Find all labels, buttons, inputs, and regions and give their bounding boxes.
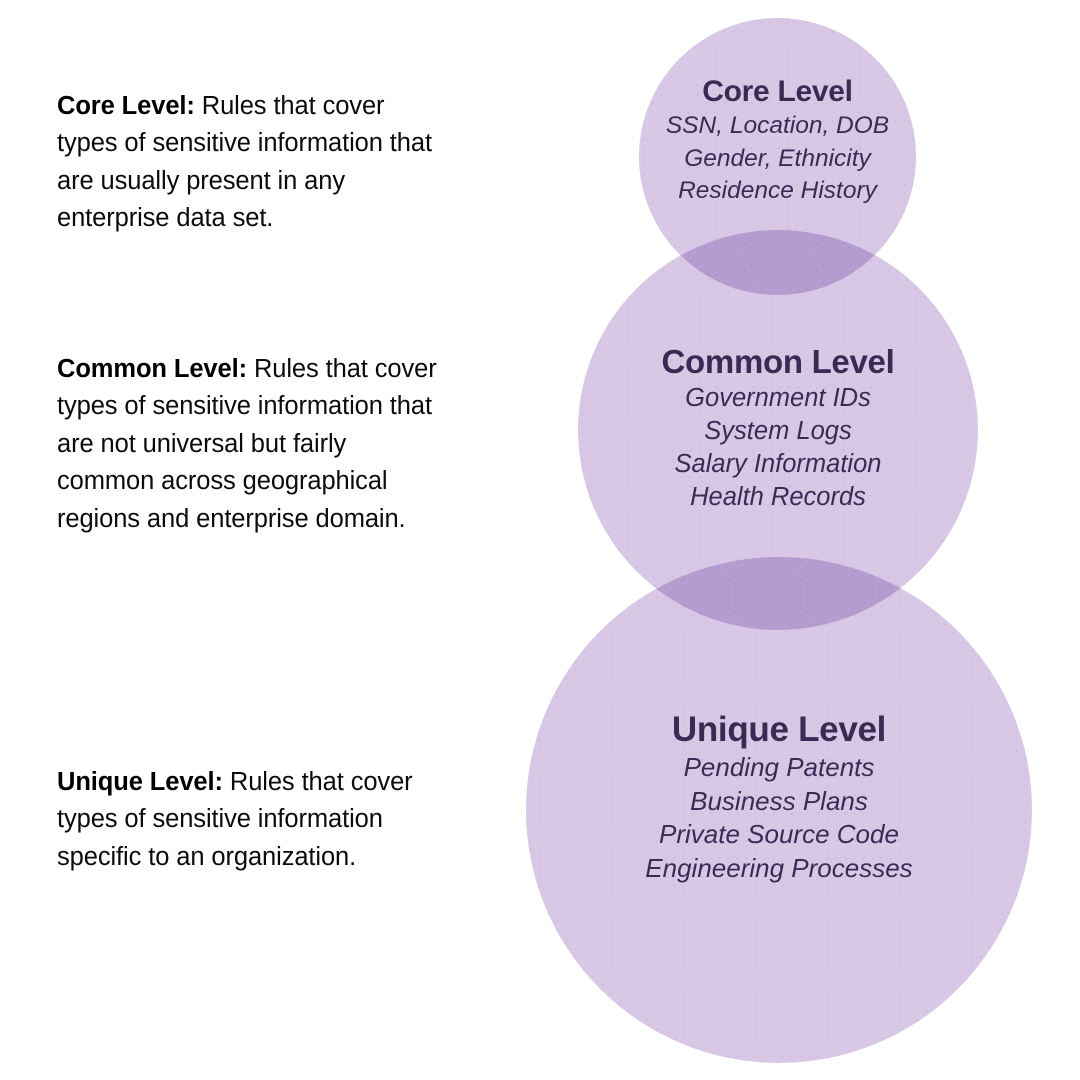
venn-circle-common-level-title: Common Level <box>661 343 895 380</box>
venn-circle-unique-level-title: Unique Level <box>671 710 887 749</box>
description-unique-level-lead: Unique Level: <box>57 767 223 796</box>
description-unique-level-body: Rules that cover types of sensitive info… <box>57 767 413 871</box>
venn-circle-core-level-items: SSN, Location, DOB Gender, Ethnicity Res… <box>666 110 889 208</box>
venn-circle-unique-level-items: Pending Patents Business Plans Private S… <box>645 751 912 885</box>
venn-item: Pending Patents <box>683 752 875 782</box>
venn-item: Business Plans <box>690 785 868 816</box>
description-common-level: Common Level: Rules that cover types of … <box>57 351 449 539</box>
venn-circle-core-level-title: Core Level <box>702 75 853 108</box>
description-core-level: Core Level: Rules that cover types of se… <box>57 88 449 238</box>
venn-item: Salary Information <box>674 450 882 478</box>
venn-diagram: Core Level SSN, Location, DOB Gender, Et… <box>500 0 1080 1080</box>
venn-item: Health Records <box>690 483 866 511</box>
description-column: Core Level: Rules that cover types of se… <box>57 0 457 1080</box>
description-unique-level: Unique Level: Rules that cover types of … <box>57 764 449 877</box>
venn-circle-common-level: Common Level Government IDs System Logs … <box>578 230 978 630</box>
venn-item: Private Source Code <box>659 819 899 849</box>
venn-item: Government IDs <box>685 384 871 412</box>
venn-circle-unique-level: Unique Level Pending Patents Business Pl… <box>526 557 1032 1063</box>
venn-item: Residence History <box>678 177 877 204</box>
description-core-level-lead: Core Level: <box>57 91 195 120</box>
description-common-level-lead: Common Level: <box>57 354 247 383</box>
venn-item: SSN, Location, DOB <box>665 112 890 139</box>
venn-circle-common-level-items: Government IDs System Logs Salary Inform… <box>675 382 882 514</box>
venn-item: Engineering Processes <box>645 852 913 883</box>
description-common-level-body: Rules that cover types of sensitive info… <box>57 354 437 533</box>
description-core-level-body: Rules that cover types of sensitive info… <box>57 91 432 233</box>
venn-item: System Logs <box>704 417 852 445</box>
venn-item: Gender, Ethnicity <box>684 144 871 172</box>
